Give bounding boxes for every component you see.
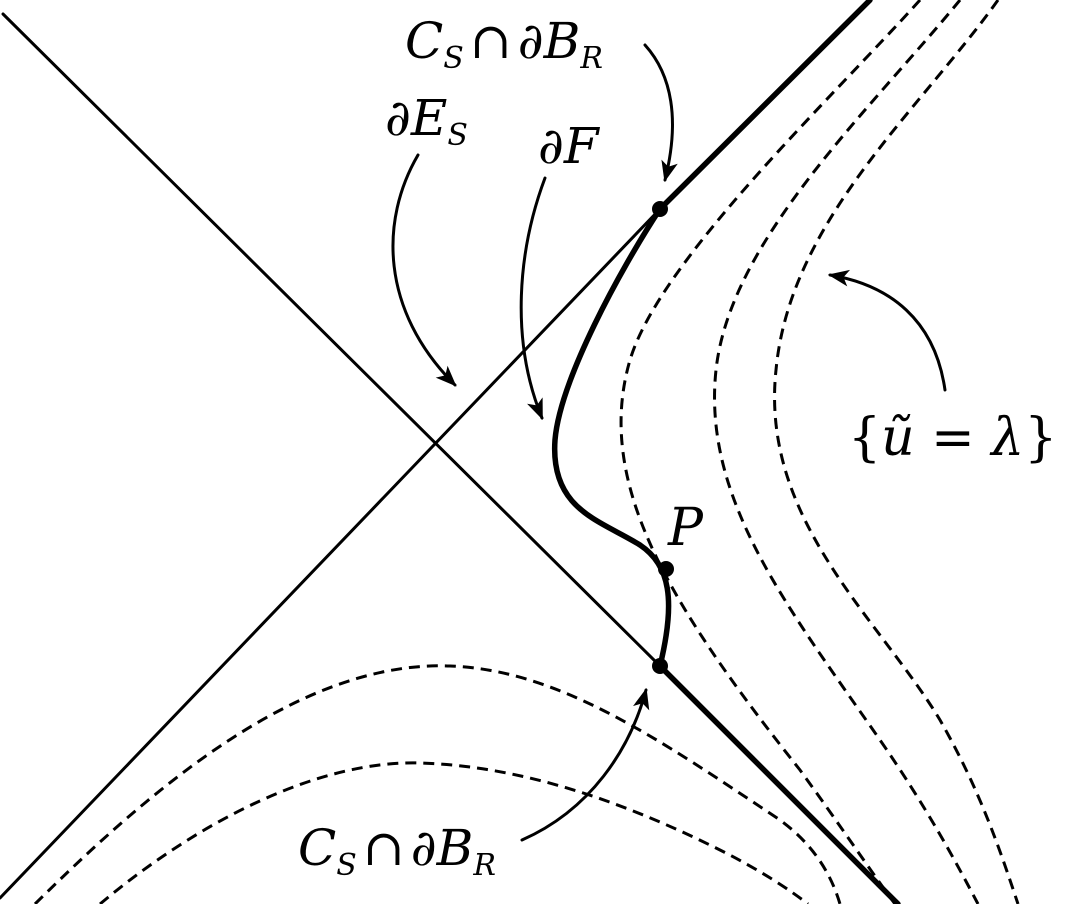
level-set-curve-3: [773, 0, 1020, 904]
label-partial-f: ∂F: [538, 117, 601, 175]
cone-lower-thick: [657, 663, 901, 904]
label-partial-es: ∂ES: [385, 89, 468, 153]
level-set-curve-2: [713, 0, 980, 904]
cone-line-descending: [1, 12, 662, 668]
boundary-f-curve: [552, 206, 672, 669]
label-point-p: P: [667, 498, 704, 558]
arrow-bottom-label: [520, 687, 650, 842]
label-cs-boundary-bottom: CS∩∂BR: [298, 819, 496, 883]
arrow-top-label: [643, 43, 678, 183]
cone-upper-thick: [657, 0, 873, 212]
arrow-level-set: [827, 269, 947, 392]
label-level-set: {ũ = λ}: [848, 408, 1057, 468]
level-set-curve-bottom-1: [33, 664, 842, 904]
point-top-intersection: [652, 201, 668, 217]
level-set-curve-1: [619, 0, 922, 904]
label-cs-boundary-top: CS∩∂BR: [405, 12, 603, 76]
level-set-curve-bottom-2: [99, 761, 809, 904]
point-bottom-intersection: [652, 658, 668, 674]
arrow-partial-f: [519, 176, 547, 420]
cone-line-ascending: [0, 207, 662, 900]
arrow-partial-es: [391, 153, 457, 387]
point-p: [658, 561, 674, 577]
